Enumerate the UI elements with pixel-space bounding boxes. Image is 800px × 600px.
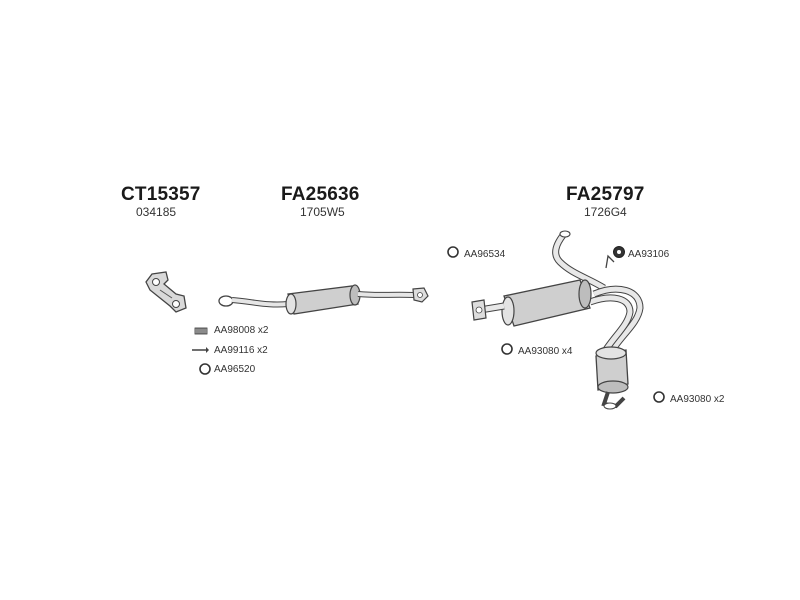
spring-bolt-icon — [194, 327, 208, 335]
part-label-aa93080-x4: AA93080 x4 — [518, 346, 573, 357]
part-label-aa93106: AA93106 — [628, 249, 670, 260]
gasket-ring-icon — [199, 363, 211, 375]
exhaust-flange-part — [145, 271, 187, 313]
group-ref-ct15357: 034185 — [136, 205, 177, 219]
part-label-aa99116: AA99116 x2 — [214, 345, 268, 356]
gasket-ring-icon — [653, 391, 665, 403]
middle-silencer-part — [218, 284, 429, 315]
part-label-aa93080-x2: AA93080 x2 — [670, 394, 725, 405]
part-label-aa96520: AA96520 — [214, 364, 256, 375]
rubber-mount-icon — [613, 246, 625, 258]
gasket-ring-icon — [501, 343, 513, 355]
group-title-fa25797: FA25797 — [566, 184, 645, 205]
group-title-ct15357: CT15357 — [121, 184, 201, 205]
group-ref-fa25636: 1705W5 — [300, 205, 345, 219]
bolt-icon — [192, 347, 209, 353]
rear-silencer-assembly-part — [471, 230, 644, 410]
group-ref-fa25797: 1726G4 — [584, 205, 627, 219]
part-label-aa96534: AA96534 — [464, 249, 506, 260]
gasket-ring-icon — [447, 246, 459, 258]
part-label-aa98008: AA98008 x2 — [214, 325, 269, 336]
group-title-fa25636: FA25636 — [281, 184, 360, 205]
